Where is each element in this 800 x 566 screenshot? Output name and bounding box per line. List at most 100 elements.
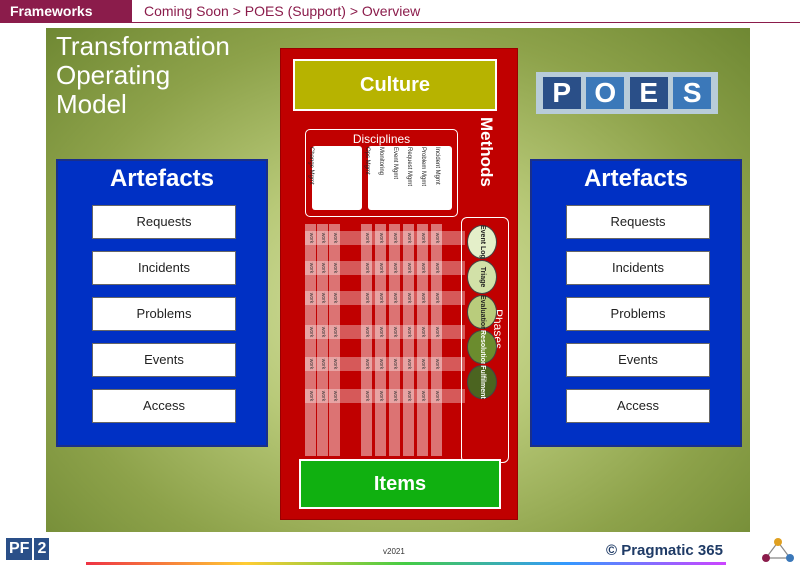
work-cell: work [406, 326, 412, 338]
breadcrumb[interactable]: Coming Soon > POES (Support) > Overview [144, 3, 421, 19]
artefact-events[interactable]: Events [566, 343, 710, 377]
work-cell: work [332, 232, 338, 244]
artefact-incidents[interactable]: Incidents [92, 251, 236, 285]
work-cell: work [320, 326, 326, 338]
discipline-column: Event Mgmt [389, 145, 400, 205]
work-column [361, 224, 372, 456]
discipline-label: Incident Mgmt [434, 147, 440, 185]
artefact-requests[interactable]: Requests [566, 205, 710, 239]
work-row-band [305, 325, 465, 339]
work-column [317, 224, 328, 456]
phase-label: Evaluation [479, 295, 486, 329]
work-cell: work [378, 262, 384, 274]
work-cell: work [378, 358, 384, 370]
phase-oval[interactable]: Triage [467, 260, 497, 294]
items-block[interactable]: Items [299, 459, 501, 509]
work-cell: work [308, 232, 314, 244]
artefact-incidents[interactable]: Incidents [566, 251, 710, 285]
work-cell: work [392, 292, 398, 304]
frameworks-tab[interactable]: Frameworks [0, 0, 132, 22]
artefact-events[interactable]: Events [92, 343, 236, 377]
work-column [375, 224, 386, 456]
work-row-band [305, 261, 465, 275]
work-cell: work [434, 262, 440, 274]
work-cell: work [364, 390, 370, 402]
top-bar: Frameworks Coming Soon > POES (Support) … [0, 0, 800, 23]
work-cell: work [392, 262, 398, 274]
artefacts-heading: Artefacts [109, 165, 215, 192]
work-column [403, 224, 414, 456]
work-cell: work [434, 326, 440, 338]
discipline-group-change [312, 146, 362, 210]
work-cell: work [332, 358, 338, 370]
phase-oval[interactable]: Event Logging [467, 225, 497, 259]
artefact-requests[interactable]: Requests [92, 205, 236, 239]
phase-oval[interactable]: Evaluation [467, 295, 497, 329]
discipline-column: Request Mgmt [403, 145, 414, 205]
artefact-problems[interactable]: Problems [92, 297, 236, 331]
logo-letter: P [542, 77, 581, 109]
work-cell: work [320, 390, 326, 402]
work-cell: work [364, 262, 370, 274]
phase-label: Triage [479, 266, 486, 288]
work-cell: work [378, 326, 384, 338]
pragmatic-brand: © Pragmatic 365 [606, 542, 723, 559]
page-title: Transformation Operating Model [56, 31, 230, 119]
work-cell: work [320, 358, 326, 370]
phase-label: Resolution [479, 330, 486, 364]
work-cell: work [332, 326, 338, 338]
work-cell: work [434, 232, 440, 244]
work-cell: work [320, 262, 326, 274]
work-cell: work [308, 358, 314, 370]
artefacts-panel-left: Artefacts Requests Incidents Problems Ev… [56, 159, 268, 447]
discipline-column: Problem Mgmt [417, 145, 428, 205]
work-row-band [305, 389, 465, 403]
methods-text: Methods [477, 117, 496, 187]
methods-label: Methods [475, 117, 497, 207]
work-cell: work [378, 390, 384, 402]
work-cell: work [406, 232, 412, 244]
work-cell: work [308, 262, 314, 274]
work-cell: work [392, 326, 398, 338]
work-cell: work [434, 358, 440, 370]
artefacts-panel-right: Artefacts Requests Incidents Problems Ev… [530, 159, 742, 447]
phase-oval[interactable]: Fulfilment [467, 365, 497, 399]
culture-block[interactable]: Culture [293, 59, 497, 111]
artefact-access[interactable]: Access [92, 389, 236, 423]
work-cell: work [420, 292, 426, 304]
discipline-label [329, 145, 340, 205]
artefact-access[interactable]: Access [566, 389, 710, 423]
logo-letter: E [629, 77, 668, 109]
phase-label: Fulfilment [479, 365, 486, 399]
discipline-column [329, 145, 340, 205]
work-cell: work [308, 390, 314, 402]
work-cell: work [320, 232, 326, 244]
work-cell: work [434, 390, 440, 402]
work-row-band [305, 291, 465, 305]
logo-letter: S [673, 77, 712, 109]
work-cell: work [364, 358, 370, 370]
discipline-label: Request Mgmt [406, 147, 412, 187]
disciplines-box: Disciplines [305, 129, 458, 217]
work-cell: work [332, 390, 338, 402]
discipline-label: Problem Mgmt [420, 147, 426, 187]
phase-oval[interactable]: Resolution [467, 330, 497, 364]
discipline-label: Change Mgmt [308, 147, 314, 185]
model-slide: Transformation Operating Model P O E S A… [46, 28, 750, 532]
discipline-label: Ops Mgmt [364, 147, 370, 175]
work-cell: work [378, 292, 384, 304]
work-cell: work [378, 232, 384, 244]
discipline-label: Monitoring [378, 147, 384, 176]
work-cell: work [364, 292, 370, 304]
work-cell: work [308, 326, 314, 338]
work-row-band [305, 357, 465, 371]
discipline-column: Ops Mgmt [361, 145, 372, 205]
methods-panel: Culture Methods Disciplines Change Mgmt O… [280, 48, 518, 520]
discipline-label: Event Mgmt [392, 147, 398, 180]
artefacts-heading: Artefacts [583, 165, 689, 192]
artefact-problems[interactable]: Problems [566, 297, 710, 331]
work-column [305, 224, 316, 456]
discipline-group-ops [368, 146, 452, 210]
work-cell: work [320, 292, 326, 304]
work-cell: work [420, 358, 426, 370]
